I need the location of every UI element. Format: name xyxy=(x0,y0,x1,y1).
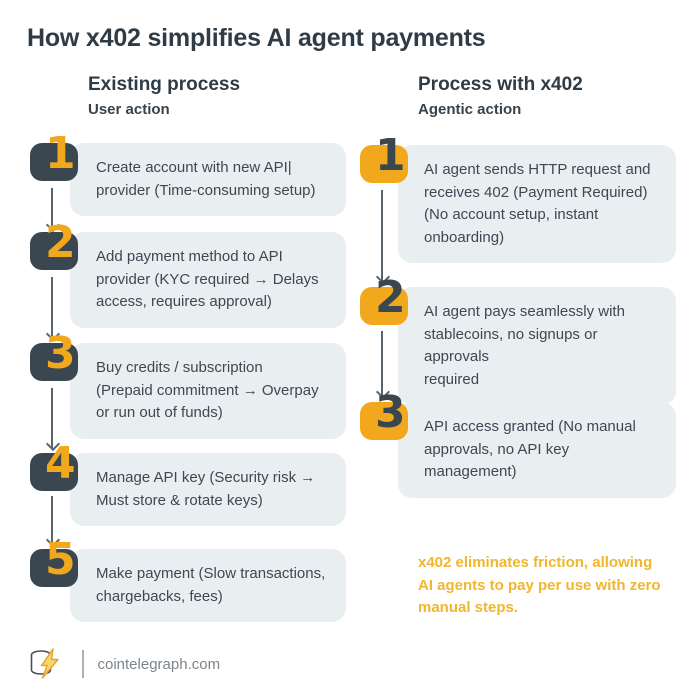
step-existing-3: Buy credits / subscription (Prepaid comm… xyxy=(30,332,346,439)
step-text: API access granted (No manual approvals,… xyxy=(424,418,636,480)
step-box: API access granted (No manual approvals,… xyxy=(398,402,676,498)
column-subtitle: Agentic action xyxy=(418,100,522,118)
column-header-existing-process: Existing process User action xyxy=(88,74,240,118)
step-existing-5: Make payment (Slow transactions, chargeb… xyxy=(30,538,346,622)
column-subtitle: User action xyxy=(88,100,170,118)
step-x402-1: AI agent sends HTTP request and receives… xyxy=(360,134,676,263)
page-title: How x402 simplifies AI agent payments xyxy=(27,24,486,52)
step-number: 1 xyxy=(375,130,406,181)
step-number: 2 xyxy=(375,272,406,323)
step-box: Make payment (Slow transactions, chargeb… xyxy=(70,549,346,622)
step-number-badge: 1 xyxy=(360,134,408,183)
column-title: Process with x402 xyxy=(418,74,583,95)
step-existing-2: Add payment method to API provider (KYC … xyxy=(30,221,346,328)
footer: cointelegraph.com xyxy=(26,642,220,686)
arrow-down-icon xyxy=(51,188,53,230)
step-box: AI agent pays seamlessly with stablecoin… xyxy=(398,287,676,405)
step-number-badge: 1 xyxy=(30,132,78,181)
step-box: Buy credits / subscription (Prepaid comm… xyxy=(70,343,346,439)
step-number: 3 xyxy=(45,328,76,379)
step-number: 3 xyxy=(375,387,406,438)
step-existing-4: Manage API key (Security risk → Must sto… xyxy=(30,442,346,526)
step-text: Buy credits / subscription (Prepaid comm… xyxy=(96,359,319,421)
step-number: 2 xyxy=(45,217,76,268)
arrow-down-icon xyxy=(51,277,53,339)
step-existing-1: Create account with new API| provider (T… xyxy=(30,132,346,216)
column-header-process-with-x402: Process with x402 Agentic action xyxy=(418,74,583,118)
column-existing-process: Existing process User action Create acco… xyxy=(30,0,346,697)
step-text: Create account with new API| provider (T… xyxy=(96,159,316,199)
note-text: x402 eliminates friction, allowing AI ag… xyxy=(418,554,661,616)
step-box: Add payment method to API provider (KYC … xyxy=(70,232,346,328)
step-number: 1 xyxy=(45,128,76,179)
step-number-badge: 2 xyxy=(30,221,78,270)
step-number: 4 xyxy=(45,438,76,489)
step-text: AI agent sends HTTP request and receives… xyxy=(424,161,651,246)
step-box: Create account with new API| provider (T… xyxy=(70,143,346,216)
step-x402-2: AI agent pays seamlessly with stablecoin… xyxy=(360,276,676,405)
cointelegraph-logo-icon xyxy=(26,644,66,684)
step-number-badge: 3 xyxy=(30,332,78,381)
column-process-with-x402: Process with x402 Agentic action AI agen… xyxy=(360,0,676,697)
footer-divider xyxy=(82,650,84,678)
arrow-down-icon xyxy=(381,190,383,282)
arrow-down-icon xyxy=(51,496,53,545)
arrow-down-icon xyxy=(51,388,53,449)
column-title: Existing process xyxy=(88,74,241,95)
step-box: Manage API key (Security risk → Must sto… xyxy=(70,453,346,526)
step-text: AI agent pays seamlessly with stablecoin… xyxy=(424,303,625,388)
step-number-badge: 4 xyxy=(30,442,78,491)
step-x402-3: API access granted (No manual approvals,… xyxy=(360,391,676,498)
step-text: Manage API key (Security risk → Must sto… xyxy=(96,469,316,509)
step-number: 5 xyxy=(45,534,76,585)
step-number-badge: 2 xyxy=(360,276,408,325)
footer-site-text: cointelegraph.com xyxy=(97,655,221,673)
step-text: Add payment method to API provider (KYC … xyxy=(96,248,319,310)
step-number-badge: 3 xyxy=(360,391,408,440)
arrow-down-icon xyxy=(381,331,383,397)
step-number-badge: 5 xyxy=(30,538,78,587)
step-text: Make payment (Slow transactions, chargeb… xyxy=(96,565,326,605)
step-box: AI agent sends HTTP request and receives… xyxy=(398,145,676,263)
